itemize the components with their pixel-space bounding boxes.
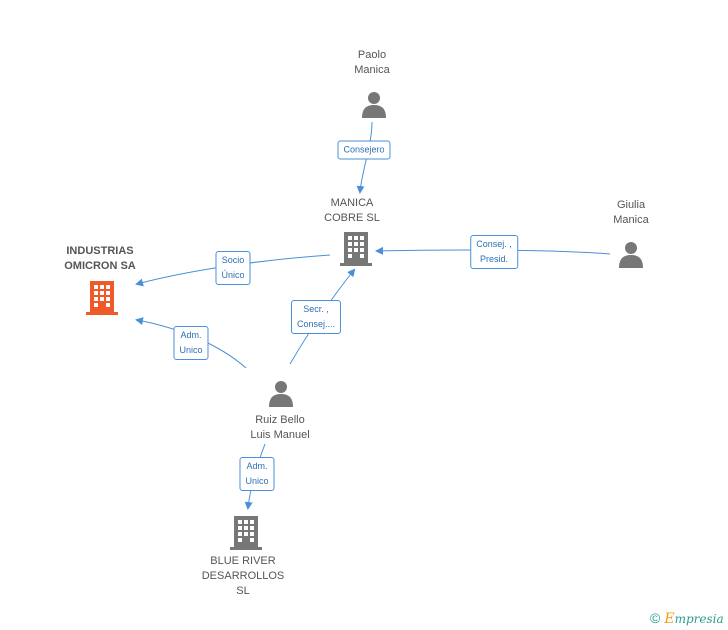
node-line: Giulia [616, 199, 646, 211]
edge-line: Unico [245, 476, 269, 486]
node-label-industrias[interactable]: INDUSTRIAS OMICRON SA [64, 244, 136, 274]
node-label-manica-cobre[interactable]: MANICA COBRE SL [324, 196, 380, 226]
node-line: BLUE RIVER [210, 555, 276, 567]
edge-label-socio-unico: Socio Único [215, 251, 251, 285]
building-icon-blue-river [230, 516, 262, 550]
edge-line: Unico [179, 345, 203, 355]
node-line: MANICA [330, 197, 374, 209]
edge-line: Secr. , [303, 304, 329, 314]
node-line: Ruiz Bello [255, 414, 305, 426]
node-line: COBRE SL [324, 212, 380, 224]
node-line: SL [236, 585, 250, 597]
node-label-ruiz[interactable]: Ruiz Bello Luis Manuel [250, 413, 309, 443]
node-line: Paolo [357, 49, 387, 61]
edge-line: Adm. [180, 330, 202, 340]
building-icon-manica-cobre [340, 232, 372, 266]
logo-initial: E [664, 611, 675, 627]
edge-line: Adm. [246, 461, 268, 471]
node-label-paolo[interactable]: Paolo Manica [354, 48, 389, 78]
node-label-giulia[interactable]: Giulia Manica [613, 198, 648, 228]
node-line: Luis Manuel [250, 429, 310, 441]
edge-label-adm-unico-blue: Adm. Unico [239, 457, 275, 491]
person-icon-paolo [362, 92, 386, 118]
node-label-blue-river[interactable]: BLUE RIVER DESARROLLOS SL [202, 554, 285, 599]
edge-line: Consej.... [296, 319, 336, 329]
edge-label-consej-presid: Consej. , Presid. [470, 235, 518, 269]
edge-line: Consej. , [476, 239, 512, 249]
edge-label-secr-consej: Secr. , Consej.... [290, 300, 342, 334]
edge-line: Presid. [479, 254, 508, 264]
node-line: OMICRON SA [64, 260, 136, 272]
node-line: INDUSTRIAS [66, 245, 134, 257]
person-icon-giulia [619, 242, 643, 268]
node-line: DESARROLLOS [201, 570, 285, 582]
edge-line: Socio [221, 255, 245, 265]
person-icon-ruiz [269, 381, 293, 407]
empresia-logo: ©Empresia [650, 610, 724, 627]
edge-label-adm-unico-industrias: Adm. Unico [173, 326, 209, 360]
building-icon-industrias [86, 281, 118, 315]
node-line: Manica [613, 214, 649, 226]
node-line: Manica [354, 64, 390, 76]
logo-text: mpresia [674, 612, 724, 626]
copyright-symbol: © [650, 610, 661, 626]
edge-label-consejero: Consejero [337, 140, 391, 160]
edge-line: Único [221, 270, 245, 280]
edge-line: Consejero [343, 144, 385, 155]
